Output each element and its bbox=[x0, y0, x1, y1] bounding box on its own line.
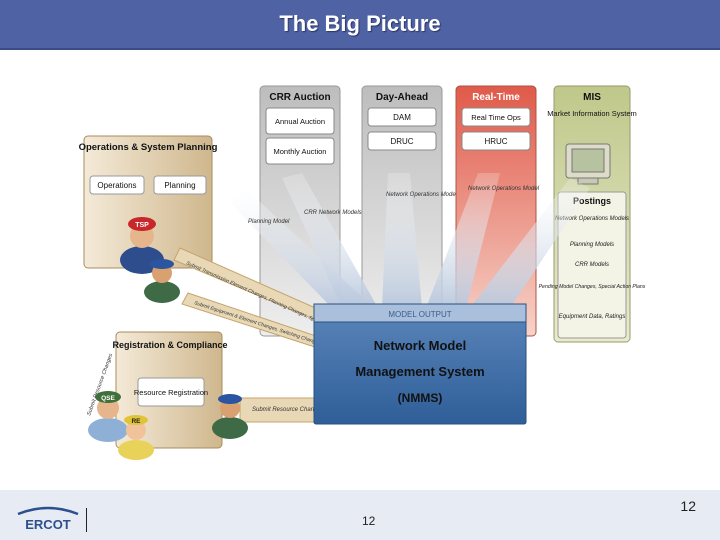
page-number-center: 12 bbox=[362, 514, 376, 528]
computer-icon bbox=[565, 143, 611, 185]
nmms-header: MODEL OUTPUT bbox=[388, 310, 451, 319]
crr-monthly-auction: Monthly Auction bbox=[274, 147, 327, 156]
nmms-line3: (NMMS) bbox=[398, 391, 443, 405]
dayahead-druc: DRUC bbox=[390, 137, 413, 146]
page-number: 12 bbox=[680, 498, 696, 514]
postings-network-ops-models: Network Operations Models bbox=[555, 216, 629, 222]
mis-system-label: Market Information System bbox=[547, 109, 637, 118]
crr-annual-auction: Annual Auction bbox=[275, 117, 325, 126]
ops-planning-box: Operations & System Planning Operations … bbox=[79, 135, 218, 303]
nmms-block: MODEL OUTPUT Network Model Management Sy… bbox=[313, 303, 527, 425]
nmms-line1: Network Model bbox=[374, 338, 466, 353]
ops-planning-title: Operations & System Planning bbox=[79, 142, 218, 153]
label-submit-resource: Submit Resource Changes bbox=[252, 407, 324, 413]
postings-equipment-data: Equipment Data, Ratings bbox=[559, 314, 626, 320]
operator-person-icon-2 bbox=[212, 394, 248, 439]
crr-title: CRR Auction bbox=[269, 92, 330, 103]
dayahead-dam: DAM bbox=[393, 113, 411, 122]
registration-title: Registration & Compliance bbox=[112, 340, 227, 350]
qse-tag: QSE bbox=[101, 395, 115, 402]
postings-planning-models: Planning Models bbox=[570, 242, 614, 248]
footer-separator bbox=[86, 508, 87, 532]
registration-box: Registration & Compliance Resource Regis… bbox=[86, 331, 248, 460]
slide-title: The Big Picture bbox=[279, 11, 441, 36]
ops-item-operations: Operations bbox=[97, 181, 136, 190]
postings-pending-changes: Pending Model Changes, Special Action Pl… bbox=[539, 284, 646, 290]
label-planning-model: Planning Model bbox=[248, 219, 290, 225]
label-network-ops-model: Network Operations Model bbox=[468, 186, 540, 192]
qse-person-icon: QSE bbox=[88, 391, 128, 442]
re-person-icon: RE bbox=[118, 415, 154, 460]
operator-person-icon bbox=[144, 259, 180, 303]
big-picture-diagram: CRR Auction Annual Auction Monthly Aucti… bbox=[79, 85, 646, 460]
output-beams: Planning Model CRR Network Models Networ… bbox=[230, 173, 590, 308]
re-tag: RE bbox=[131, 418, 141, 425]
label-network-ops-mode: Network Operations Mode bbox=[386, 192, 456, 198]
ops-item-planning: Planning bbox=[164, 181, 195, 190]
nmms-line2: Management System bbox=[355, 364, 484, 379]
footer: ERCOT 12 12 bbox=[0, 490, 720, 540]
dayahead-title: Day-Ahead bbox=[376, 92, 428, 103]
column-mis: MIS Market Information System Postings N… bbox=[539, 85, 646, 343]
label-crr-network-models: CRR Network Models bbox=[304, 210, 362, 216]
mis-title: MIS bbox=[583, 92, 601, 103]
resource-registration: Resource Registration bbox=[134, 388, 208, 397]
ercot-logo-text: ERCOT bbox=[25, 517, 71, 532]
realtime-title: Real-Time bbox=[472, 92, 520, 103]
postings-title: Postings bbox=[573, 196, 611, 206]
title-bar: The Big Picture bbox=[0, 0, 720, 50]
realtime-ops: Real Time Ops bbox=[471, 113, 521, 122]
realtime-hruc: HRUC bbox=[484, 137, 507, 146]
postings-crr-models: CRR Models bbox=[575, 262, 609, 268]
tsp-tag: TSP bbox=[135, 222, 149, 229]
ercot-logo: ERCOT bbox=[17, 506, 79, 532]
